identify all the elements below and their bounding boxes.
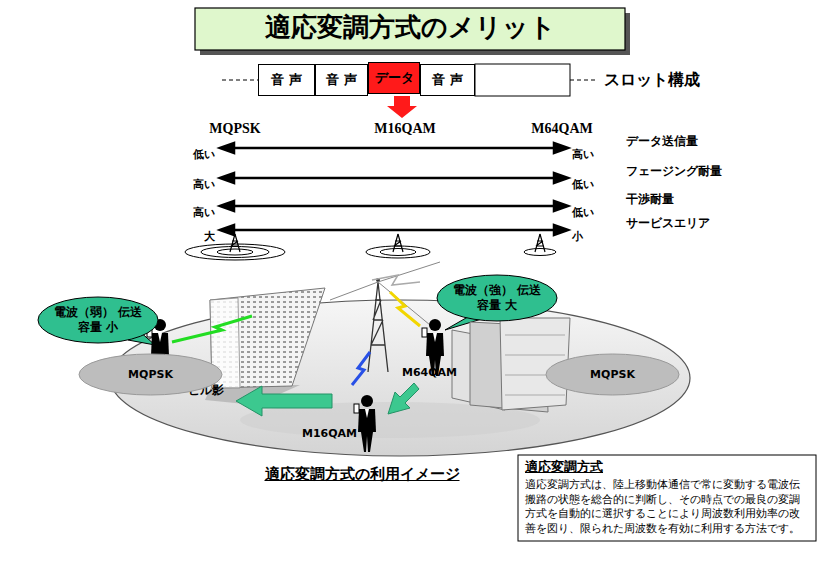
use-shape	[393, 234, 403, 252]
coverage-zone: MQPSK	[78, 353, 223, 396]
note-body: 適応変調方式は、陸上移動体通信で常に変動する電波伝搬路の状態を総合的に判断し、そ…	[525, 478, 809, 536]
line-shape	[378, 282, 430, 325]
ellipse-shape	[437, 275, 557, 321]
use-shape	[230, 234, 240, 252]
slot-text: データ	[375, 69, 414, 87]
path-shape	[220, 225, 234, 235]
line-shape	[505, 335, 565, 336]
property-name: 干渉耐量	[626, 193, 674, 207]
line-shape	[232, 147, 556, 150]
slot-text: 音 声	[271, 71, 302, 89]
ellipse-shape	[546, 354, 679, 395]
ellipse-shape	[366, 246, 430, 258]
scale-end: 低い	[572, 207, 594, 220]
g-shape	[368, 282, 388, 372]
ellipse-shape	[201, 247, 269, 258]
g-shape	[330, 262, 440, 325]
path-shape	[236, 386, 332, 416]
voice-slot: 音 声	[420, 64, 475, 96]
note-heading: 適応変調方式	[525, 458, 809, 476]
modulation-name: M16QAM	[302, 428, 357, 441]
path-shape	[372, 275, 420, 285]
path-shape	[554, 173, 568, 183]
callout-text: MQPSK	[128, 368, 173, 381]
property-name: サービスエリア	[626, 217, 710, 231]
caption-text: 適応変調方式の利用イメージ	[265, 466, 460, 483]
modulation-name: M64QAM	[531, 121, 592, 137]
voice-slot: 音 声	[315, 64, 368, 96]
path-shape	[388, 383, 419, 414]
voice-slot: 音 声	[258, 64, 315, 96]
rect-shape	[195, 8, 625, 50]
scale-end: 高い	[193, 179, 215, 192]
line-shape	[505, 395, 565, 396]
slot-text: 音 声	[432, 71, 463, 89]
path-shape	[554, 225, 568, 235]
path-shape	[390, 292, 420, 326]
line-shape	[232, 205, 556, 208]
ellipse-shape	[217, 249, 253, 255]
g-shape	[220, 143, 568, 235]
ellipse-shape	[38, 297, 158, 343]
path-shape	[210, 288, 325, 388]
speech-callout: 電波（弱） 伝送容量 小	[37, 296, 159, 344]
data-slot: データ	[368, 62, 420, 94]
rect-shape	[475, 64, 570, 96]
path-shape	[554, 143, 568, 153]
path-shape	[220, 201, 234, 211]
ellipse-shape	[524, 249, 556, 256]
scale-end: 高い	[572, 149, 594, 162]
g-shape	[185, 244, 556, 260]
line-shape	[378, 262, 440, 282]
path-shape	[172, 316, 252, 342]
callout-text: 電波（強） 伝送容量 大	[451, 283, 543, 313]
path-shape	[220, 173, 234, 183]
slot-text: 音 声	[326, 71, 357, 89]
ellipse-shape	[380, 249, 416, 256]
callout-text: 電波（弱） 伝送容量 小	[52, 305, 144, 335]
scale-end: 小	[572, 231, 583, 244]
path-shape	[352, 352, 370, 385]
scale-end: 低い	[572, 179, 594, 192]
scale-end: 大	[204, 231, 215, 244]
line-shape	[232, 177, 556, 180]
note-box: 適応変調方式適応変調方式は、陸上移動体通信で常に変動する電波伝搬路の状態を総合的…	[518, 455, 816, 540]
line-shape	[330, 282, 378, 300]
property-name: データ送信量	[626, 135, 698, 149]
coverage-zone: MQPSK	[545, 353, 680, 396]
line-shape	[232, 229, 556, 232]
modulation-name: M16QAM	[374, 121, 435, 137]
property-name: フェージング耐量	[626, 165, 722, 179]
line-shape	[570, 80, 598, 81]
line-shape	[505, 355, 565, 356]
rect-shape	[518, 455, 816, 541]
path-shape	[220, 143, 234, 153]
path-shape	[368, 282, 388, 372]
slot-label: スロット構成	[604, 71, 700, 89]
modulation-name: M64QAM	[402, 367, 457, 380]
path-shape	[387, 96, 417, 118]
path-shape	[554, 201, 568, 211]
ellipse-shape	[79, 354, 222, 395]
line-shape	[222, 80, 258, 81]
use-shape	[354, 395, 376, 452]
scale-end: 低い	[193, 149, 215, 162]
speech-callout: 電波（強） 伝送容量 大	[436, 274, 558, 322]
callout-text: MQPSK	[590, 368, 635, 381]
scale-end: 高い	[193, 207, 215, 220]
modulation-name: MQPSK	[209, 121, 260, 137]
title-text: 適応変調方式のメリット	[265, 13, 556, 43]
use-shape	[535, 234, 545, 252]
